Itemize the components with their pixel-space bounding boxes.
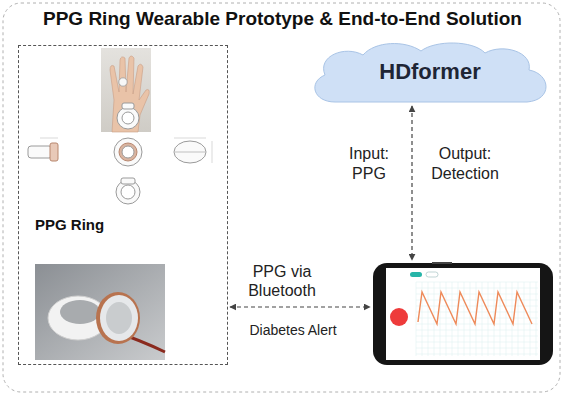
grid-line [506,282,507,356]
grid-line [416,324,538,325]
grid-line [536,282,537,356]
grid-line [416,300,538,301]
grid-line [458,282,459,356]
title: PPG Ring Wearable Prototype & End-to-End… [43,8,522,30]
grid-line [488,282,489,356]
phone-body [373,263,553,365]
phone-screen [386,268,540,360]
cloud-model: HDformer [305,40,555,104]
grid-line [446,282,447,356]
grid-line [512,282,513,356]
dashed-connector [411,106,412,260]
alert-label: Diabetes Alert [228,322,358,339]
ring-photo [35,264,165,360]
tab-pill [426,272,438,277]
ring-tech-drawing [28,103,212,204]
grid-line [416,288,538,289]
dashed-connector [230,306,370,307]
hand-photo [101,48,151,132]
grid-line [464,282,465,356]
phone-drawing [372,262,554,366]
grid-line [482,282,483,356]
grid-line [470,282,471,356]
grid-line [416,282,417,356]
cloud-outline [315,43,546,102]
grid-line [416,348,538,349]
stop-button [390,308,408,326]
grid-line [416,330,538,331]
grid-line [452,282,453,356]
panel-heading: PPG Ring [35,216,104,233]
grid-line [428,282,429,356]
grid-line [416,354,538,355]
ppg-waveform [418,292,532,324]
cloud-label: HDformer [379,59,480,85]
bluetooth-label: PPG via Bluetooth [236,262,328,300]
grid-line [524,282,525,356]
grid-line [500,282,501,356]
output-label: Output: Detection [422,144,508,184]
smartphone [372,262,554,366]
grid-line [416,336,538,337]
tab-pill [410,272,422,277]
grid-line [416,342,538,343]
input-label: Input: PPG [336,144,402,184]
outer-frame [3,3,560,392]
side-key [432,262,452,264]
screen-grid [416,282,538,356]
grid-line [416,294,538,295]
prototype-panel: PPG Ring [18,45,228,365]
grid-line [416,282,538,283]
